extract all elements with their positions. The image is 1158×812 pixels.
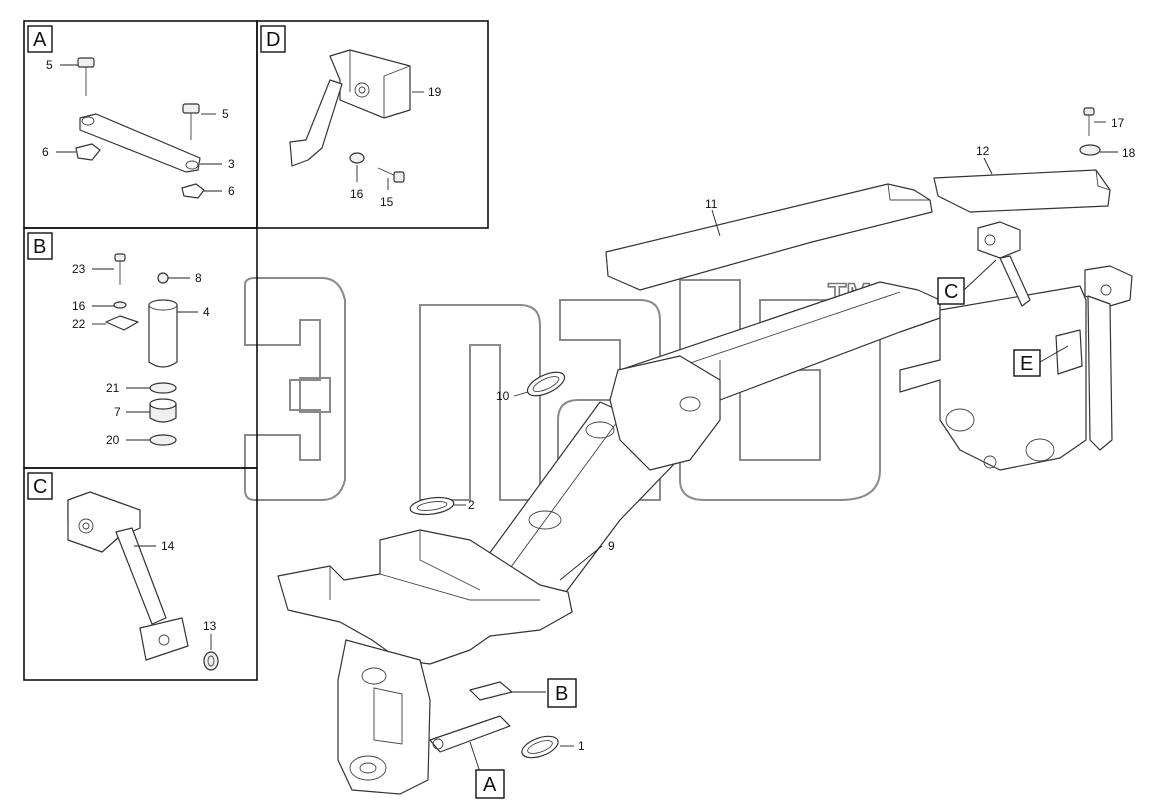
svg-text:1: 1 <box>578 739 585 753</box>
detail-panel-a: A 5 5 3 6 6 <box>23 20 258 229</box>
panel-d-letter: D <box>266 29 280 51</box>
svg-text:10: 10 <box>496 389 510 403</box>
seal-icon <box>521 735 559 759</box>
svg-text:13: 13 <box>203 619 217 633</box>
detail-panel-d: D 19 16 15 <box>256 20 489 229</box>
pin-icon <box>148 299 178 368</box>
washer-icon <box>113 301 127 309</box>
washer-icon <box>149 434 177 446</box>
svg-text:15: 15 <box>380 195 394 209</box>
svg-text:4: 4 <box>203 305 210 319</box>
svg-text:16: 16 <box>350 187 364 201</box>
svg-text:19: 19 <box>428 85 442 99</box>
svg-text:8: 8 <box>195 271 202 285</box>
svg-text:23: 23 <box>72 262 86 276</box>
panel-a-letter: A <box>33 29 47 51</box>
bushing-icon <box>149 398 177 423</box>
svg-text:5: 5 <box>46 58 53 72</box>
svg-text:5: 5 <box>222 107 229 121</box>
svg-text:21: 21 <box>106 381 120 395</box>
svg-text:E: E <box>1020 353 1033 375</box>
bolt-icon <box>77 57 95 96</box>
panel-b-letter: B <box>33 236 46 258</box>
detail-panel-b: B 23 8 16 22 <box>23 227 258 469</box>
svg-text:6: 6 <box>228 184 235 198</box>
seal-icon <box>203 651 219 671</box>
callout-a: A <box>475 769 505 799</box>
seal-icon <box>526 371 566 397</box>
svg-text:2: 2 <box>468 498 475 512</box>
callout-e: E <box>1013 349 1041 377</box>
svg-text:3: 3 <box>228 157 235 171</box>
detail-panel-c: C 14 13 <box>23 467 258 681</box>
seal-icon <box>409 496 455 516</box>
svg-text:14: 14 <box>161 539 175 553</box>
grease-nipple-icon <box>157 272 169 284</box>
callout-b: B <box>547 678 577 708</box>
svg-text:17: 17 <box>1111 116 1125 130</box>
nut-icon <box>75 143 101 161</box>
svg-text:7: 7 <box>114 405 121 419</box>
svg-text:12: 12 <box>976 144 990 158</box>
washer-icon <box>349 152 365 164</box>
svg-text:22: 22 <box>72 317 86 331</box>
svg-text:C: C <box>944 281 958 303</box>
bolt-icon <box>182 103 200 140</box>
callout-c: C <box>937 277 965 305</box>
svg-text:16: 16 <box>72 299 86 313</box>
svg-text:20: 20 <box>106 433 120 447</box>
svg-text:6: 6 <box>42 145 49 159</box>
bolt-icon <box>377 167 405 183</box>
svg-text:18: 18 <box>1122 146 1136 160</box>
svg-text:A: A <box>483 774 497 796</box>
bolt-icon <box>114 253 126 285</box>
nut-icon <box>181 183 205 199</box>
bolt-icon <box>1083 107 1095 136</box>
svg-text:9: 9 <box>608 539 615 553</box>
washer-icon <box>149 382 177 394</box>
main-assembly: 17 18 12 11 10 2 9 1 C E B A <box>277 107 1136 799</box>
svg-text:11: 11 <box>705 197 718 211</box>
panel-c-letter: C <box>33 476 47 498</box>
svg-text:B: B <box>555 683 568 705</box>
washer-icon <box>1079 144 1101 156</box>
